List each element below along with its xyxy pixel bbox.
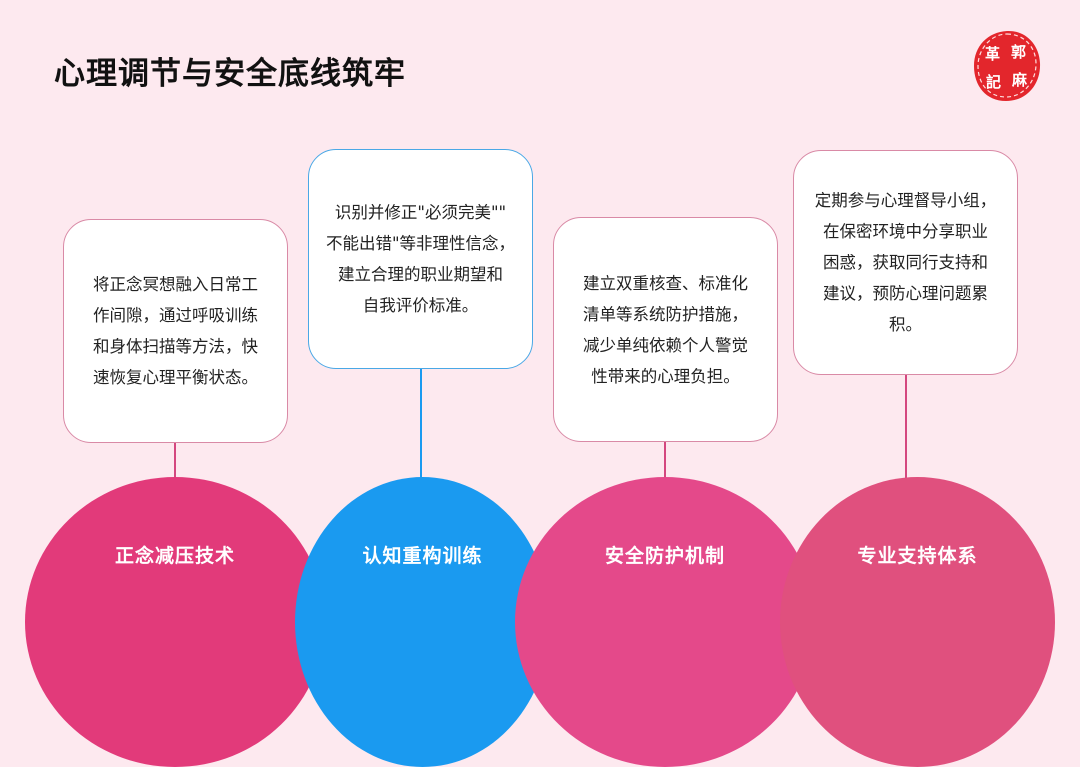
slide-title: 心理调节与安全底线筑牢 <box>54 56 406 92</box>
pillar-mindfulness: 正念减压技术 <box>25 477 325 767</box>
connector-line <box>174 432 176 492</box>
card-text: 将正念冥想融入日常工 作间隙，通过呼吸训练 和身体扫描等方法，快 速恢复心理平衡… <box>93 275 258 387</box>
seal-logo: 革 郭 記 麻 <box>972 29 1042 103</box>
card-cognitive: 识别并修正"必须完美"" 不能出错"等非理性信念， 建立合理的职业期望和 自我评… <box>308 149 533 369</box>
pillar-cognitive: 认知重构训练 <box>295 477 550 767</box>
connector-line <box>664 431 666 491</box>
pillar-safety: 安全防护机制 <box>515 477 815 767</box>
seal-char: 郭 <box>1011 43 1027 61</box>
seal-char: 革 <box>985 45 1001 63</box>
pillar-support: 专业支持体系 <box>780 477 1055 767</box>
card-mindfulness: 将正念冥想融入日常工 作间隙，通过呼吸训练 和身体扫描等方法，快 速恢复心理平衡… <box>63 219 288 443</box>
connector-line <box>420 362 422 482</box>
seal-stamp-icon <box>974 30 1041 101</box>
connector-line <box>905 362 907 482</box>
card-text: 识别并修正"必须完美"" 不能出错"等非理性信念， 建立合理的职业期望和 自我评… <box>325 203 516 315</box>
pillar-label: 正念减压技术 <box>114 545 235 567</box>
card-text: 建立双重核查、标准化 清单等系统防护措施， 减少单纯依赖个人警觉 性带来的心理负… <box>583 273 748 386</box>
card-safety: 建立双重核查、标准化 清单等系统防护措施， 减少单纯依赖个人警觉 性带来的心理负… <box>553 217 778 442</box>
card-support: 定期参与心理督导小组， 在保密环境中分享职业 困惑，获取同行支持和 建议，预防心… <box>793 150 1018 375</box>
pillar-label: 专业支持体系 <box>857 545 978 567</box>
seal-char: 麻 <box>1012 71 1028 89</box>
pillar-label: 安全防护机制 <box>604 545 725 567</box>
card-text: 定期参与心理督导小组， 在保密环境中分享职业 困惑，获取同行支持和 建议，预防心… <box>814 191 997 334</box>
seal-char: 記 <box>986 73 1002 91</box>
pillar-label: 认知重构训练 <box>362 545 483 567</box>
